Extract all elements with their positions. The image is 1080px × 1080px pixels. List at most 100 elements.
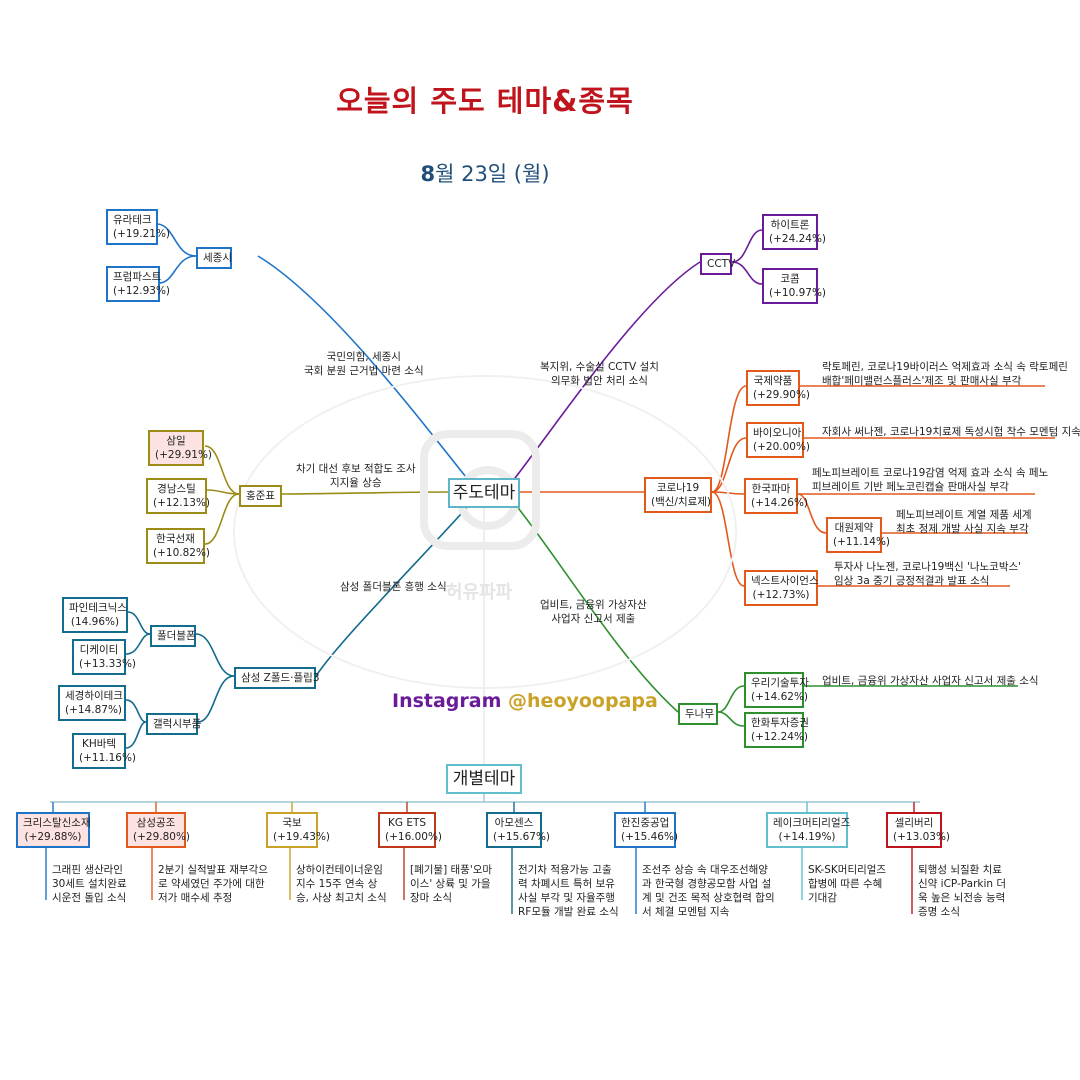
- instagram-handle: @heoyoopapa: [508, 690, 658, 712]
- stock-node-kukje: 국제약품(+29.90%): [746, 370, 811, 406]
- stock-pct: (+24.24%): [769, 233, 827, 245]
- stock-pct: (+20.00%): [753, 441, 811, 453]
- note-line: 투자사 나노젠, 코로나19백신 '나노코박스': [834, 561, 1022, 573]
- stock-node-hitron: 하이트론 (+24.24%): [762, 214, 827, 250]
- stock-name: 파인테크닉스: [69, 602, 127, 614]
- note-line: 저가 매수세 추정: [158, 892, 233, 904]
- note-line: 계 및 건조 목적 상호협력 합의: [642, 892, 775, 904]
- note-line: 자회사 써나젠, 코로나19치료제 독성시험 착수 모멘텀 지속: [822, 426, 1080, 438]
- stock-node-dkt: 디케이티(+13.33%): [72, 639, 137, 675]
- note-line: 합병에 따른 수혜: [808, 878, 883, 890]
- individual-theme-node: 개별테마: [446, 764, 522, 794]
- theme-line: (백신/치료제): [651, 496, 712, 508]
- stock-name: 한진중공업: [621, 817, 670, 829]
- theme-node-hong: 홍준표: [239, 485, 282, 507]
- note-line: 임상 3a 중기 긍정적결과 발표 소식: [834, 575, 990, 587]
- watermark-text: 허유파파: [446, 582, 513, 603]
- stock-pct: (+29.91%): [155, 449, 213, 461]
- stock-pct: (+29.80%): [133, 831, 191, 843]
- note-nextscience: 투자사 나노젠, 코로나19백신 '나노코박스' 임상 3a 중기 긍정적결과 발…: [834, 560, 1021, 588]
- instagram-credit: Instagram @heoyoopapa: [392, 690, 658, 712]
- theme-node-dunamu: 두나무: [678, 703, 718, 725]
- date-month: 8: [420, 162, 436, 186]
- stock-name: KH바텍: [81, 738, 117, 750]
- stock-pct: (+14.19%): [778, 831, 836, 843]
- stock-name: 세경하이테크: [65, 690, 123, 702]
- stock-name: 프럼파스트: [113, 271, 162, 283]
- stock-name: 하이트론: [770, 219, 810, 231]
- note-line: 그래핀 생산라인: [52, 864, 123, 876]
- stock-pct: (+14.87%): [65, 704, 123, 716]
- stock-pct: (+29.90%): [753, 389, 811, 401]
- stock-name: 레이크머티리얼즈: [773, 817, 851, 829]
- individual-stock-node: 아모센스(+15.67%): [486, 812, 550, 848]
- stock-pct: (14.96%): [70, 616, 120, 628]
- stock-pct: (+11.14%): [833, 536, 891, 548]
- individual-stock-node: 한진중공업(+15.46%): [614, 812, 678, 848]
- note-line: [폐기물] 태풍'오마: [410, 864, 493, 876]
- reason-line: 복지위, 수술실 CCTV 설치: [540, 361, 659, 373]
- stock-name: KG ETS: [387, 817, 427, 829]
- note-line: 퇴행성 뇌질환 치료: [918, 864, 1002, 876]
- stock-name: 한국파마: [751, 483, 791, 495]
- reason-line: 사업자 신고서 제출: [551, 613, 636, 625]
- individual-stock-node: 크리스탈신소재(+29.88%): [16, 812, 91, 848]
- stock-pct: (+14.62%): [751, 691, 809, 703]
- stock-node-kocom: 코콤(+10.97%): [762, 268, 826, 304]
- stock-name: 한화투자증권: [751, 717, 809, 729]
- stock-node-yuratech: 유라테크(+19.21%): [106, 209, 170, 245]
- note-line: 2분기 실적발표 재부각으: [158, 864, 268, 876]
- stock-node-khvatec: KH바텍 (+11.16%): [72, 733, 137, 769]
- stock-node-nextscience: 넥스트사이언스(+12.73%): [744, 570, 819, 606]
- note-line: 전기차 적용가능 고출: [518, 864, 612, 876]
- stock-name: 유라테크: [113, 214, 152, 226]
- individual-stock-node: KG ETS (+16.00%): [378, 812, 443, 848]
- stock-pct: (+16.00%): [385, 831, 443, 843]
- stock-node-koreapharma: 한국파마 (+14.26%): [744, 478, 809, 514]
- stock-pct: (+12.93%): [113, 285, 171, 297]
- note-line: 과 한국형 경향공모함 사업 설: [642, 878, 772, 890]
- individual-stock-node: 레이크머티리얼즈 (+14.19%): [766, 812, 851, 848]
- note-line: SK-SK머티리얼즈: [808, 864, 887, 876]
- stock-name: 셀리버리: [894, 817, 934, 829]
- stock-pct: (+13.03%): [893, 831, 951, 843]
- stock-pct: (+10.82%): [153, 547, 211, 559]
- stock-pct: (+11.16%): [79, 752, 137, 764]
- center-theme-node: 주도테마: [448, 478, 520, 508]
- note-line: 신약 iCP-Parkin 더: [918, 878, 1007, 890]
- note-line: 력 차폐시트 특허 보유: [518, 878, 615, 890]
- stock-pct: (+19.43%): [273, 831, 331, 843]
- stock-node-hankooksunjae: 한국선재(+10.82%): [146, 528, 211, 564]
- note-line: 조선주 상승 속 대우조선해양: [642, 864, 768, 876]
- sub-node-foldable: 폴더블폰: [150, 625, 196, 647]
- note-line: 서 체결 모멘텀 지속: [642, 906, 730, 918]
- theme-node-sejong: 세종시: [196, 247, 232, 269]
- stock-node-frompast: 프럼파스트 (+12.93%): [106, 266, 171, 302]
- theme-node-cctv: CCTV: [700, 253, 735, 275]
- stock-name: 우리기술투자: [751, 677, 809, 689]
- note-line: 지수 15주 연속 상: [296, 878, 378, 890]
- stock-pct: (+13.33%): [79, 658, 137, 670]
- note-line: 증명 소식: [918, 906, 960, 918]
- watermark-ring: [233, 375, 737, 689]
- stock-pct: (+29.88%): [24, 831, 82, 843]
- stock-node-hanwha: 한화투자증권(+12.24%): [744, 712, 809, 748]
- note-line: 배합'페미밸런스플러스'제조 및 판매사실 부각: [822, 375, 1022, 387]
- note-line: 페노피브레이트 계열 제품 세계: [896, 509, 1032, 521]
- note-line: 락토페린, 코로나19바이러스 억제효과 소식 속 락토페린: [822, 361, 1068, 373]
- note-bioneer: 자회사 써나젠, 코로나19치료제 독성시험 착수 모멘텀 지속: [822, 425, 1080, 439]
- individual-stock-node: 국보(+19.43%): [266, 812, 331, 848]
- stock-name: 경남스틸: [157, 483, 196, 495]
- note-line: 욱 높은 뇌전송 능력: [918, 892, 1006, 904]
- theme-node-samsung: 삼성 Z폴드·플립3: [234, 667, 320, 689]
- stock-pct: (+14.26%): [751, 497, 809, 509]
